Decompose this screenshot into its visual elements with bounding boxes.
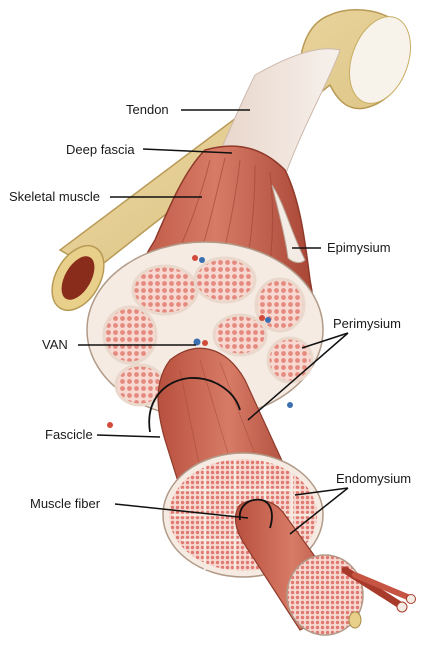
label-perimysium: Perimysium: [333, 316, 401, 331]
label-skeletal-muscle: Skeletal muscle: [9, 189, 101, 204]
label-fascicle: Fascicle: [45, 427, 93, 442]
label-epimysium: Epimysium: [327, 240, 391, 255]
myofibrils: [341, 566, 416, 613]
label-tendon: Tendon: [126, 102, 169, 117]
leader-perimysium-2: [301, 332, 349, 349]
leader-muscle-fiber: [114, 503, 249, 519]
leader-perimysium-1: [247, 332, 349, 421]
fascicle-outline: [148, 377, 241, 433]
muscle-cross-section: [86, 241, 324, 428]
fiber-outline: [238, 498, 273, 529]
label-deep-fascia: Deep fascia: [66, 142, 135, 157]
leader-endomysium-2: [289, 487, 349, 535]
leader-deep-fascia: [142, 148, 233, 154]
label-endomysium: Endomysium: [336, 471, 412, 486]
epimysium-flap: [271, 184, 306, 264]
bone-marrow: [61, 256, 95, 300]
label-muscle-fiber: Muscle fiber: [30, 496, 101, 511]
leader-fascicle: [96, 434, 161, 438]
van-marker: [193, 338, 201, 346]
myofibril-section: [286, 554, 364, 636]
leader-endomysium-1: [294, 487, 349, 496]
label-van: VAN: [42, 337, 68, 352]
leader-lines: [78, 109, 349, 535]
